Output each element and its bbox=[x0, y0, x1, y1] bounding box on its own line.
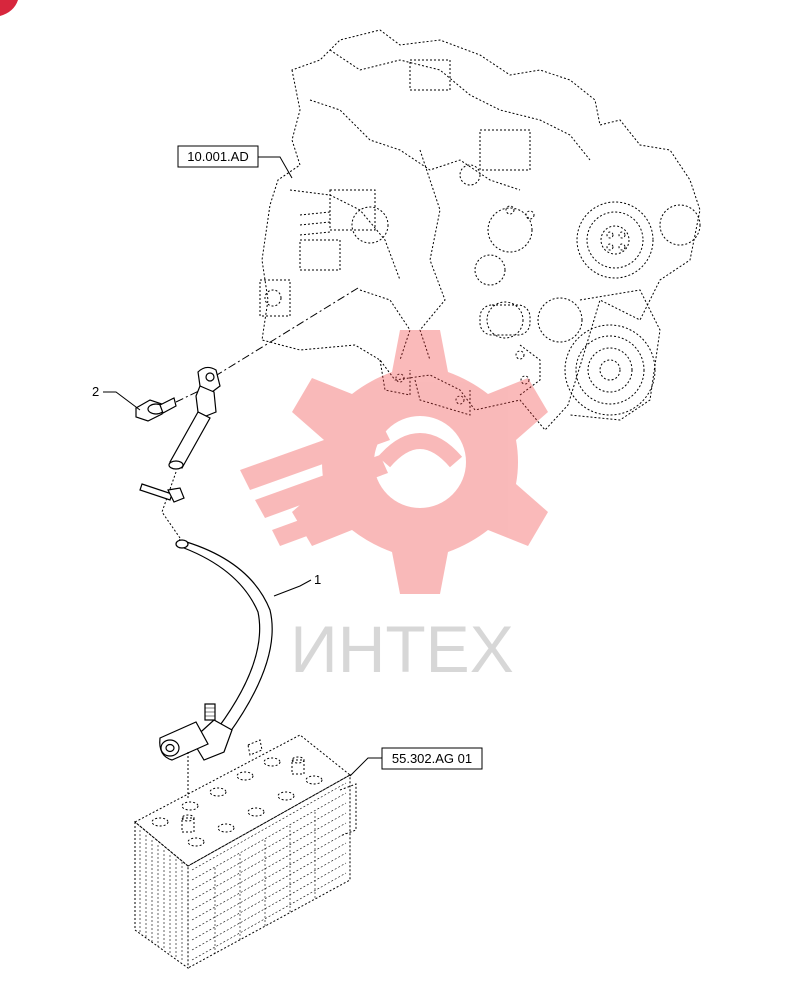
callout-bolt-number: 2 bbox=[92, 384, 99, 399]
watermark-logo bbox=[240, 330, 548, 594]
callout-bolt: 2 bbox=[92, 384, 141, 411]
mounting-leader bbox=[211, 287, 359, 379]
engine-reference-label[interactable]: 10.001.AD bbox=[177, 145, 293, 179]
battery-assembly bbox=[134, 734, 357, 969]
battery-cable-part bbox=[139, 366, 273, 800]
watermark-text: ИНТЕХ bbox=[290, 612, 513, 686]
battery-reference-text: 55.302.AG 01 bbox=[392, 751, 472, 766]
corner-badge bbox=[0, 0, 18, 16]
callout-cable-number: 1 bbox=[314, 572, 321, 587]
watermark-gear-icon bbox=[292, 330, 548, 594]
callout-cable: 1 bbox=[273, 572, 321, 597]
battery-reference-label[interactable]: 55.302.AG 01 bbox=[349, 747, 483, 777]
engine-assembly bbox=[259, 29, 701, 431]
engine-reference-text: 10.001.AD bbox=[187, 149, 248, 164]
bolt-part bbox=[135, 387, 206, 422]
